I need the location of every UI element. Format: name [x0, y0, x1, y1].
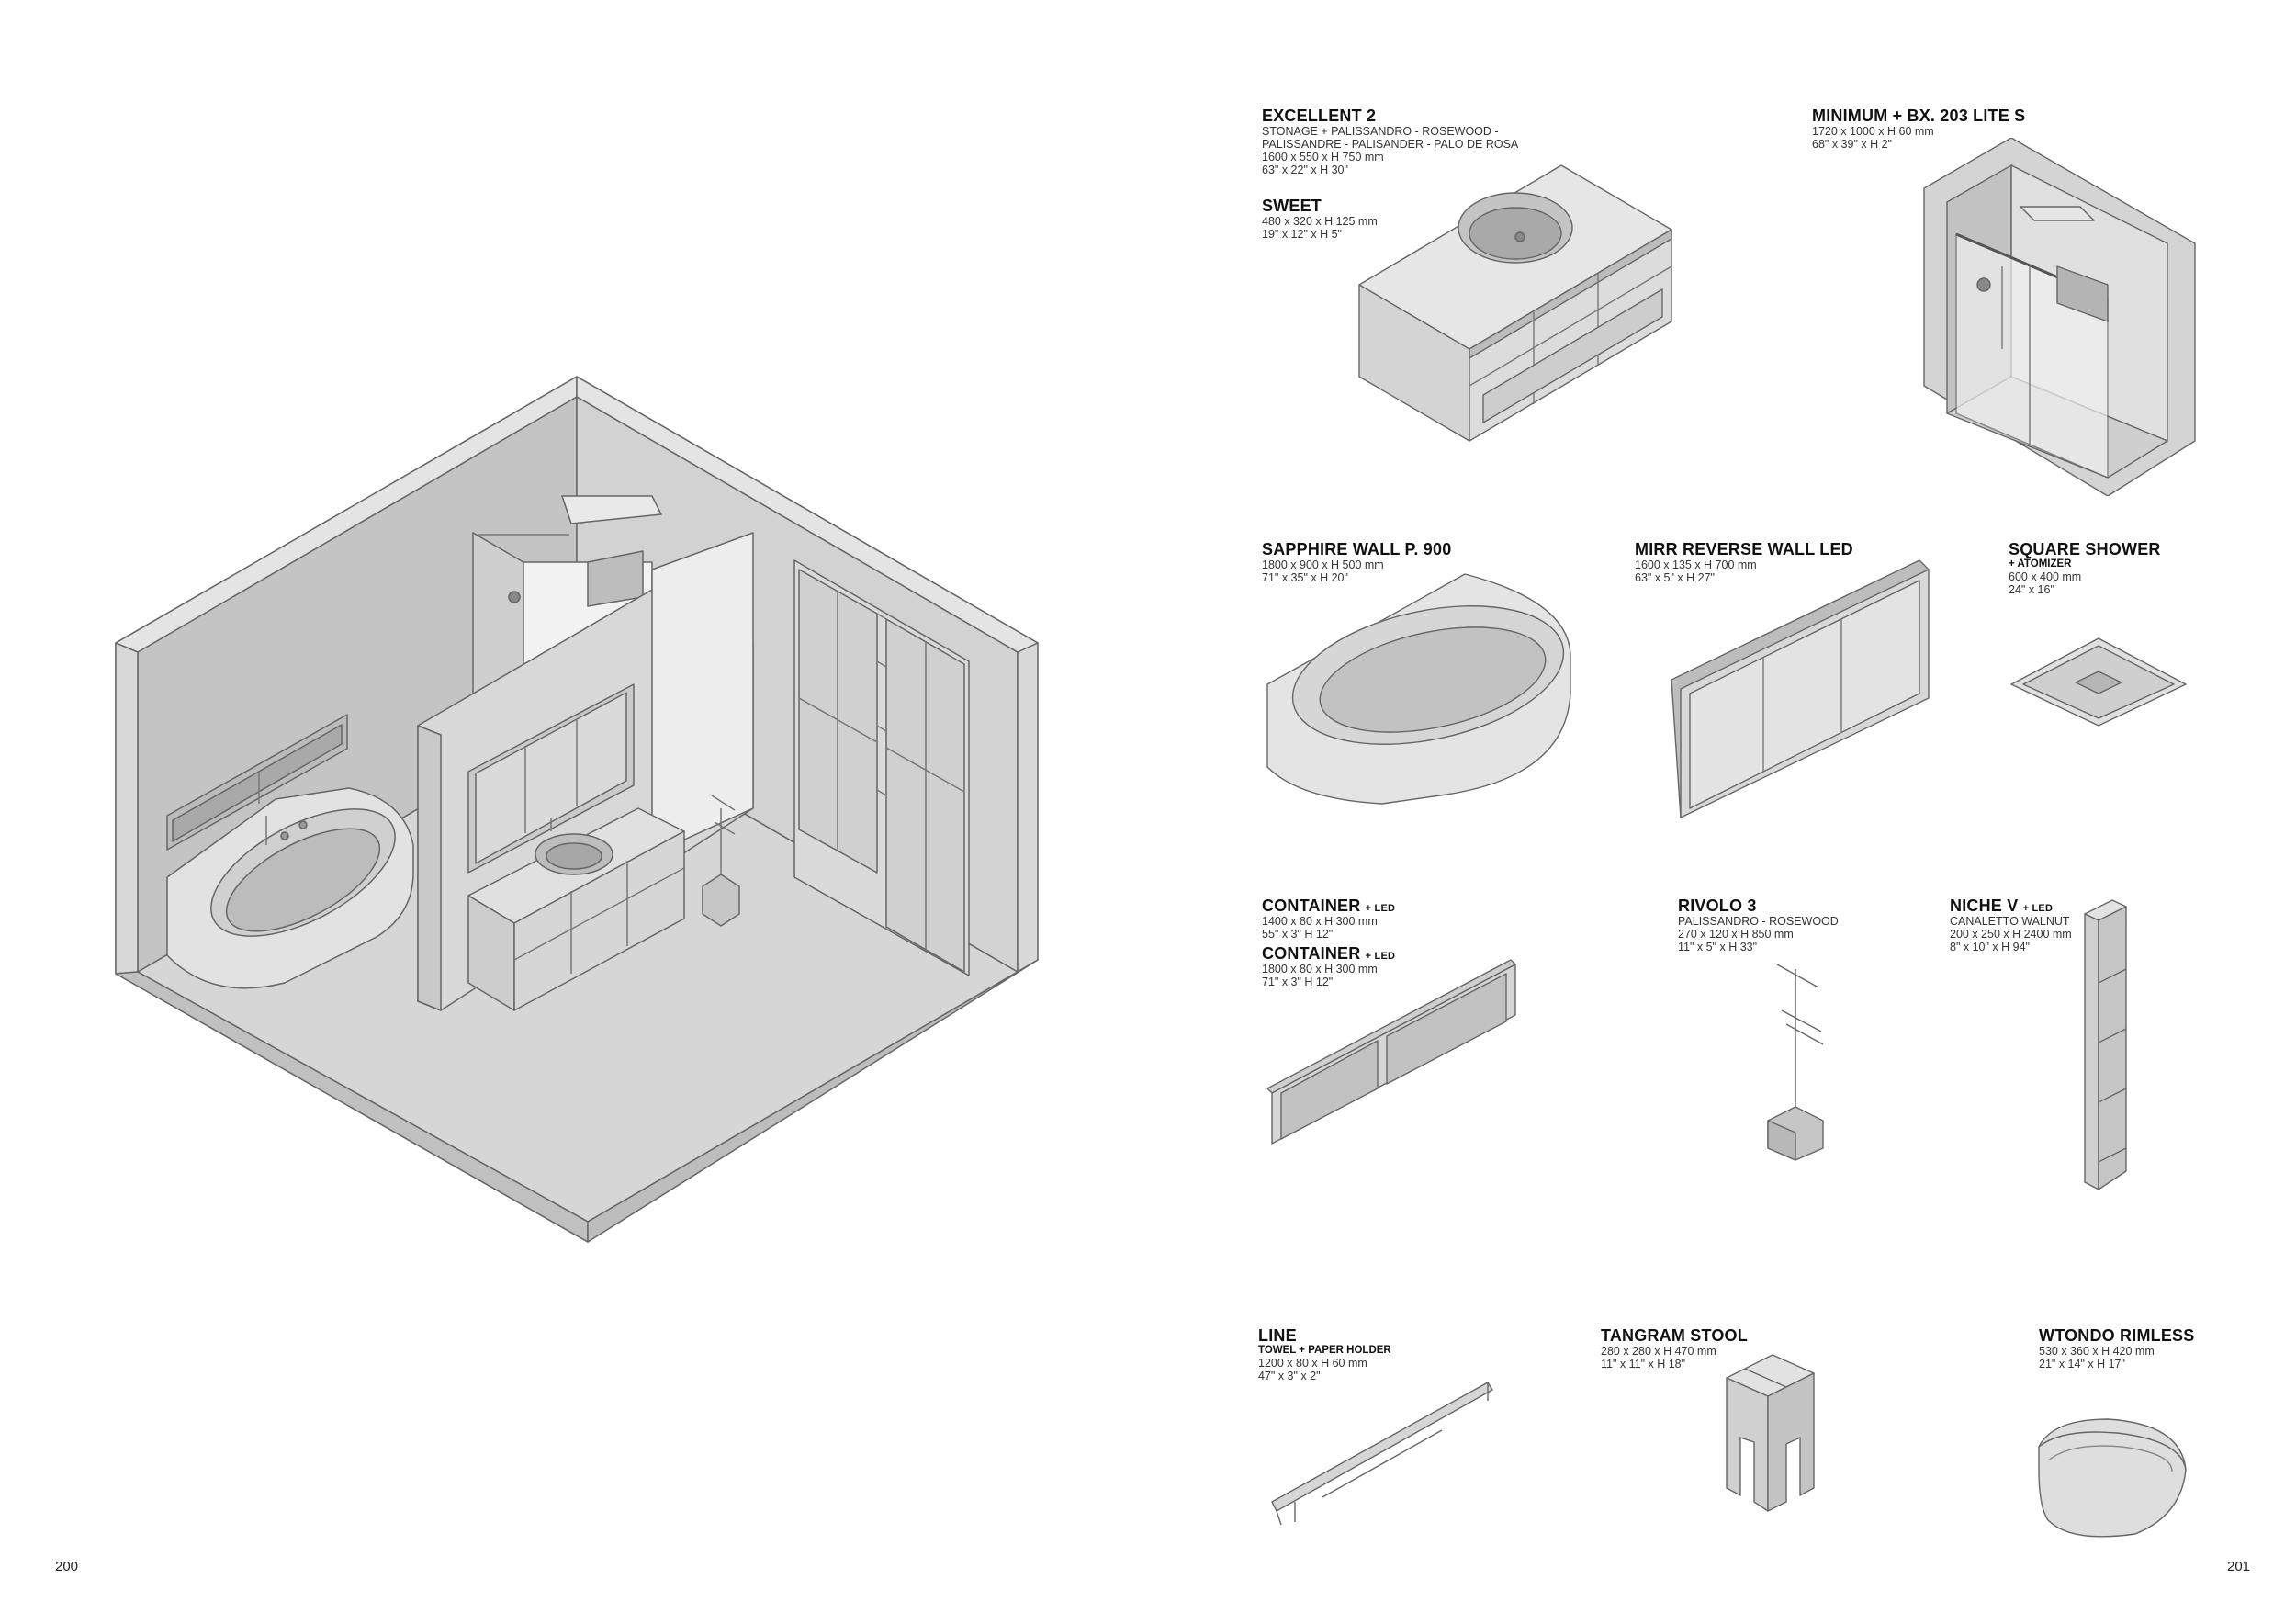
product-mirr-illustration: [1671, 559, 1930, 818]
product-tangram-label: TANGRAM STOOL 280 x 280 x H 470 mm 11" x…: [1601, 1326, 1748, 1371]
product-tangram-illustration: [1726, 1354, 1815, 1512]
product-sapphire-title: SAPPHIRE WALL P. 900: [1262, 540, 1452, 558]
product-niche-illustration: [2084, 899, 2127, 1190]
product-niche-label: NICHE V + LED CANALETTO WALNUT 200 x 250…: [1950, 897, 2072, 954]
product-sweet-label: SWEET 480 x 320 x H 125 mm 19" x 12" x H…: [1262, 197, 1378, 242]
product-sweet-title: SWEET: [1262, 197, 1322, 215]
product-wtondo-illustration: [2038, 1418, 2187, 1538]
product-container1-label: CONTAINER + LED 1400 x 80 x H 300 mm 55"…: [1262, 897, 1396, 942]
page-number-left: 200: [55, 1559, 79, 1574]
product-line-title: LINE: [1258, 1326, 1297, 1345]
product-excellent-title: EXCELLENT 2: [1262, 107, 1377, 125]
product-minimum-title: MINIMUM + BX. 203 LITE S: [1812, 107, 2026, 125]
product-minimum-label: MINIMUM + BX. 203 LITE S 1720 x 1000 x H…: [1812, 107, 2026, 152]
product-excellent-label: EXCELLENT 2 STONAGE + PALISSANDRO - ROSE…: [1262, 107, 1519, 177]
room-towel-stand: [702, 874, 740, 927]
product-mirr-label: MIRR REVERSE WALL LED 1600 x 135 x H 700…: [1635, 540, 1853, 585]
product-minimum-illustration: [1923, 138, 2196, 496]
product-tangram-title: TANGRAM STOOL: [1601, 1326, 1748, 1345]
product-line-label: LINE TOWEL + PAPER HOLDER 1200 x 80 x H …: [1258, 1326, 1391, 1383]
product-container-illustration: [1266, 959, 1516, 1145]
product-container2-label: CONTAINER + LED 1800 x 80 x H 300 mm 71"…: [1262, 944, 1396, 989]
product-niche-title: NICHE V + LED: [1950, 897, 2054, 915]
product-mirr-title: MIRR REVERSE WALL LED: [1635, 540, 1853, 558]
product-rivolo-title: RIVOLO 3: [1678, 897, 1757, 915]
product-wtondo-label: WTONDO RIMLESS 530 x 360 x H 420 mm 21" …: [2039, 1326, 2195, 1371]
product-line-illustration: [1271, 1382, 1493, 1526]
product-sapphire-illustration: [1266, 573, 1571, 805]
product-square-title: SQUARE SHOWER: [2009, 540, 2161, 558]
product-square-label: SQUARE SHOWER + ATOMIZER 600 x 400 mm 24…: [2009, 540, 2161, 597]
page-number-right: 201: [2227, 1559, 2251, 1574]
product-wtondo-title: WTONDO RIMLESS: [2039, 1326, 2195, 1345]
product-rivolo-illustration: [1767, 964, 1824, 1161]
product-square-shower-illustration: [2010, 637, 2187, 727]
product-excellent-illustration: [1358, 164, 1672, 442]
product-sapphire-label: SAPPHIRE WALL P. 900 1800 x 900 x H 500 …: [1262, 540, 1452, 585]
product-container1-title: CONTAINER + LED: [1262, 897, 1396, 915]
product-rivolo-label: RIVOLO 3 PALISSANDRO - ROSEWOOD 270 x 12…: [1678, 897, 1839, 954]
product-container2-title: CONTAINER + LED: [1262, 944, 1396, 963]
